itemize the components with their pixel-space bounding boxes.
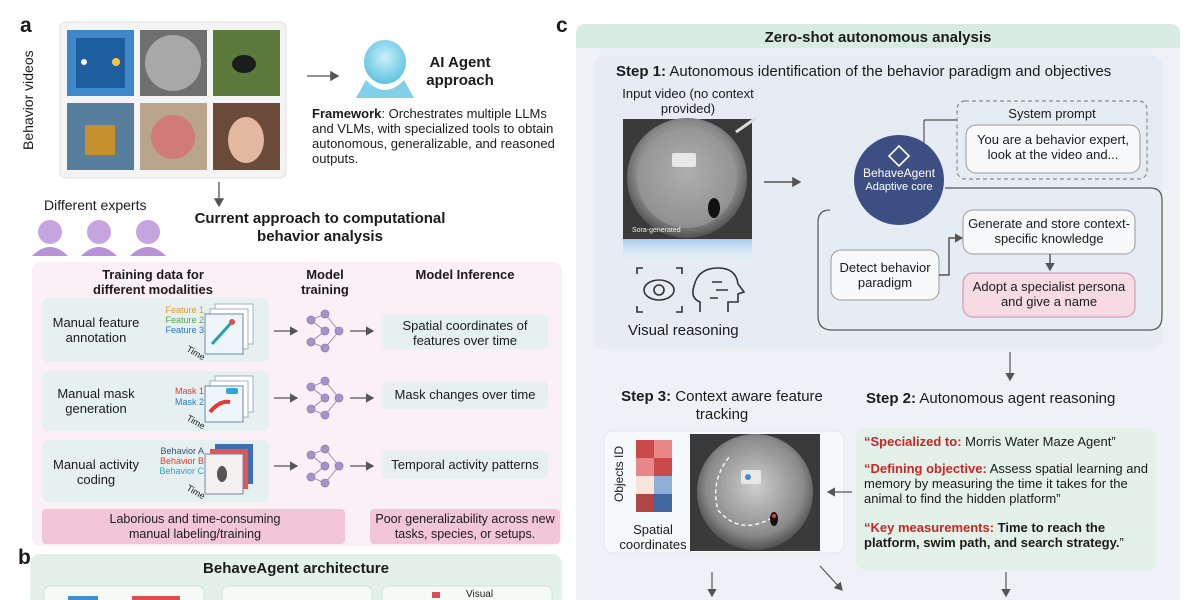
step2-bold: Step 2: [866, 390, 917, 407]
framework-text: : Orchestrates multiple LLMs and VLMs, w… [312, 106, 555, 166]
panel-letter-a: a [20, 14, 32, 37]
sora-generated-label: Sora-generated [632, 227, 681, 234]
activity-legend: Behavior A Behavior B Behavior C [140, 446, 204, 476]
reasoning-specialized-value: Morris Water Maze Agent” [961, 434, 1116, 449]
architecture-title: BehaveAgent architecture [203, 560, 389, 577]
row-label-activity-coding: Manual activity coding [53, 457, 139, 487]
frame-stack-features [204, 303, 254, 355]
legend-behavior-c: Behavior C [159, 466, 204, 476]
behavior-videos-label: Behavior videos [20, 50, 36, 150]
reasoning-objective-value: Assess spatial learning and memory by me… [864, 461, 1148, 506]
legend-feature-1: Feature 1 [165, 305, 204, 315]
tracking-video-frame [690, 434, 820, 551]
output-spatial-coordinates: Spatial coordinates of features over tim… [402, 318, 528, 348]
step2-heading: Step 2: Autonomous agent reasoning [866, 390, 1115, 407]
output-temporal-patterns: Temporal activity patterns [391, 457, 539, 472]
adopt-persona-box: Adopt a specialist persona and give a na… [972, 279, 1126, 309]
mask-legend: Mask 1 Mask 2 [146, 386, 204, 408]
system-prompt-title: System prompt [1008, 106, 1096, 121]
reasoning-measurements-value: Time to reach the platform, swim path, a… [864, 520, 1120, 550]
ai-head-icon [356, 40, 414, 98]
system-prompt-text: You are a behavior expert, look at the v… [976, 132, 1129, 162]
row-label-feature-annotation: Manual feature annotation [52, 315, 140, 345]
visual-reasoning-label: Visual reasoning [628, 322, 739, 339]
frame-stack-masks [204, 375, 254, 423]
framework-description: Framework: Orchestrates multiple LLMs an… [312, 106, 562, 166]
ai-agent-title: AI Agent approach [426, 54, 494, 89]
expert-avatars-icon [32, 220, 166, 256]
drawback-laborious: Laborious and time-consuming manual labe… [109, 512, 281, 541]
legend-behavior-a: Behavior A [160, 446, 204, 456]
row-label-mask-generation: Manual mask generation [57, 386, 135, 416]
generate-store-box: Generate and store context-specific know… [968, 216, 1130, 246]
reasoning-measurements: “Key measurements: Time to reach the pla… [864, 520, 1154, 550]
reasoning-measurements-key: “Key measurements: [864, 520, 995, 535]
framework-bold: Framework [312, 106, 382, 121]
visual-reasoning-icon [636, 267, 746, 313]
architecture-partial-visual: Visual [466, 589, 494, 600]
objects-id-heatmap [636, 440, 672, 512]
step1-bold: Step 1: [616, 63, 667, 80]
reasoning-objective: “Defining objective: Assess spatial lear… [864, 461, 1154, 506]
legend-feature-2: Feature 2 [165, 315, 204, 325]
spatial-coordinates-label: Spatial coordinates [619, 522, 687, 552]
reasoning-measurements-tail: ” [1119, 535, 1124, 550]
input-video-label: Input video (no context provided) [622, 86, 754, 116]
frame-stack-activity [204, 444, 253, 495]
core-name: BehaveAgent [862, 166, 936, 180]
step3-bold: Step 3: [621, 388, 672, 405]
detect-paradigm-box: Detect behavior paradigm [839, 260, 931, 290]
drawback-generalizability: Poor generalizability across new tasks, … [375, 512, 555, 541]
reasoning-card [856, 428, 1156, 570]
core-sub: Adaptive core [865, 181, 933, 193]
feature-legend: Feature 1 Feature 2 Feature 3 [146, 305, 204, 335]
reasoning-specialized: “Specialized to: Morris Water Maze Agent… [864, 434, 1154, 449]
current-approach-title: Current approach to computational behavi… [194, 210, 446, 245]
input-video-frame [623, 116, 757, 267]
objects-id-label: Objects ID [612, 445, 626, 502]
step1-text: Autonomous identification of the behavio… [666, 63, 1112, 80]
zero-shot-title: Zero-shot autonomous analysis [764, 29, 992, 46]
reasoning-objective-key: “Defining objective: [864, 461, 987, 476]
behaveagent-core [854, 135, 944, 225]
different-experts-label: Different experts [44, 197, 147, 213]
col-model-training: Model training [301, 267, 349, 297]
legend-behavior-b: Behavior B [159, 456, 204, 466]
reasoning-specialized-key: “Specialized to: [864, 434, 962, 449]
panel-letter-c: c [556, 14, 568, 37]
col-model-inference: Model Inference [415, 267, 515, 282]
panel-letter-b: b [18, 546, 31, 569]
step3-text: Context aware feature tracking [671, 388, 823, 423]
legend-mask-1: Mask 1 [174, 386, 204, 396]
output-mask-changes: Mask changes over time [394, 387, 536, 402]
legend-feature-3: Feature 3 [165, 325, 204, 335]
col-training-data: Training data for different modalities [93, 267, 213, 297]
step3-heading: Step 3: Context aware feature tracking [604, 388, 840, 424]
legend-mask-2: Mask 2 [174, 397, 204, 407]
neural-network-icon [306, 309, 344, 488]
step2-text: Autonomous agent reasoning [916, 390, 1116, 407]
step1-heading: Step 1: Autonomous identification of the… [616, 63, 1111, 80]
